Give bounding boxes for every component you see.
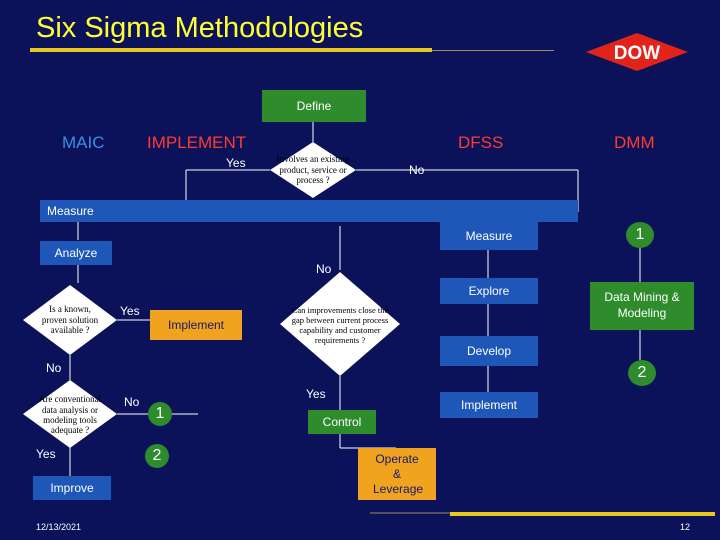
title-underline-thin (432, 50, 554, 51)
header-implement: IMPLEMENT (147, 133, 247, 152)
dfss-develop-box: Develop (440, 336, 538, 366)
title-underline (30, 48, 432, 52)
analyze-box: Analyze (40, 241, 112, 265)
operate-label: Operate & Leverage (373, 451, 424, 496)
no-label: No (316, 262, 332, 276)
decision-conventional-diamond (23, 380, 117, 448)
yes-label: Yes (36, 447, 56, 461)
dow-logo-text: DOW (614, 43, 661, 64)
footer-date: 12/13/2021 (36, 522, 82, 532)
no-label: No (46, 361, 62, 375)
decision-gap-diamond (280, 272, 400, 376)
dow-logo-icon: DOW (586, 33, 688, 71)
dmm-circle-2: 2 (628, 360, 656, 386)
header-dfss: DFSS (458, 133, 504, 152)
decision-known-diamond (23, 285, 117, 355)
page-number: 12 (680, 522, 691, 532)
decision-gap-text: Can improvements close the gap between c… (291, 305, 389, 345)
improve-box: Improve (33, 476, 111, 500)
yes-label: Yes (306, 387, 326, 401)
data-mining-modeling-box: Data Mining & Modeling (590, 282, 694, 330)
header-maic: MAIC (62, 133, 105, 152)
decision-existing-diamond (270, 142, 356, 198)
measure-label: Measure (47, 204, 94, 218)
yes-label: Yes (226, 156, 246, 170)
page-title: Six Sigma Methodologies (36, 12, 364, 44)
decision-known-text: Is a known, proven solution available ? (41, 304, 99, 336)
measure-band: Measure (40, 200, 578, 222)
connector-circle-1: 1 (148, 402, 172, 426)
header-dmm: DMM (614, 133, 655, 152)
dfss-measure-box: Measure (440, 222, 538, 250)
control-box: Control (308, 410, 376, 434)
decision-conventional-text: Are conventional data analysis or modeli… (38, 394, 102, 436)
dmm-circle-1: 1 (626, 222, 654, 248)
connector-circle-2: 2 (145, 444, 169, 468)
dfss-implement-box: Implement (440, 392, 538, 418)
implement-box: Implement (150, 310, 242, 340)
yes-label: Yes (120, 304, 140, 318)
decision-existing-text: Involves an existing product, service or… (276, 154, 350, 186)
no-label: No (124, 395, 140, 409)
data-mining-label: Data Mining & Modeling (604, 290, 680, 320)
operate-leverage-box: Operate & Leverage (358, 448, 436, 500)
define-box: Define (262, 90, 366, 122)
dfss-explore-box: Explore (440, 278, 538, 304)
no-label: No (409, 163, 425, 177)
